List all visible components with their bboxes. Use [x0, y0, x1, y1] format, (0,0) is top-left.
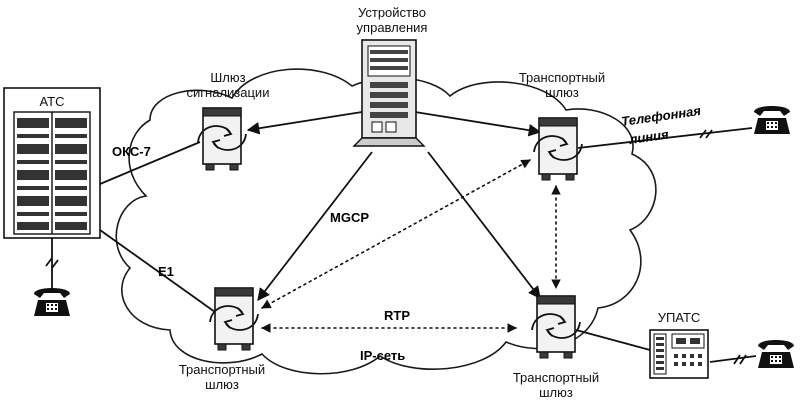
pbx-icon: [649, 329, 709, 379]
transport-gw-right-label-2: шлюз: [539, 385, 573, 400]
link-ats-to-gw-left: [99, 229, 216, 313]
oks7-label: ОКС-7: [112, 144, 151, 159]
gateway-icon: [531, 295, 581, 359]
gateway-icon: [197, 107, 247, 171]
link-gw-top-to-phone: [577, 127, 753, 149]
transport-gw-top-label-1: Транспортный: [519, 70, 605, 85]
phone-icon: [34, 288, 70, 316]
gateway-icon: [209, 287, 259, 351]
server-icon: [352, 39, 426, 147]
mgcp-label: MGCP: [330, 210, 369, 225]
switch-cabinet-icon: [3, 87, 101, 239]
transport-gw-top-label-2: шлюз: [545, 85, 579, 100]
link-upats-to-phone: [709, 355, 757, 363]
ats-label: АТС: [40, 94, 65, 109]
rtp-label: RTP: [384, 308, 410, 323]
link-control-to-signaling: [246, 111, 363, 135]
phone-icon: [754, 106, 790, 134]
phone-icon: [758, 340, 794, 368]
phone-line-label-2: линия: [627, 127, 670, 148]
ip-network-label: IP-сеть: [360, 348, 405, 363]
upats-label: УПАТС: [658, 310, 701, 325]
transport-gw-left-label-2: шлюз: [205, 377, 239, 392]
phone-line-label-1: Телефонная: [620, 103, 702, 129]
control-device-label-1: Устройство: [358, 5, 426, 20]
gateway-icon: [533, 117, 583, 181]
signaling-gateway-label-1: Шлюз: [210, 70, 245, 85]
e1-label: E1: [158, 264, 174, 279]
link-gw-right-to-upats: [575, 329, 651, 351]
signaling-gateway-label-2: сигнализации: [187, 85, 270, 100]
control-device-label-2: управления: [357, 20, 428, 35]
link-control-to-gw-top: [414, 111, 542, 137]
transport-gw-left-label-1: Транспортный: [179, 362, 265, 377]
link-ats-to-signaling: [99, 141, 201, 185]
transport-gw-right-label-1: Транспортный: [513, 370, 599, 385]
